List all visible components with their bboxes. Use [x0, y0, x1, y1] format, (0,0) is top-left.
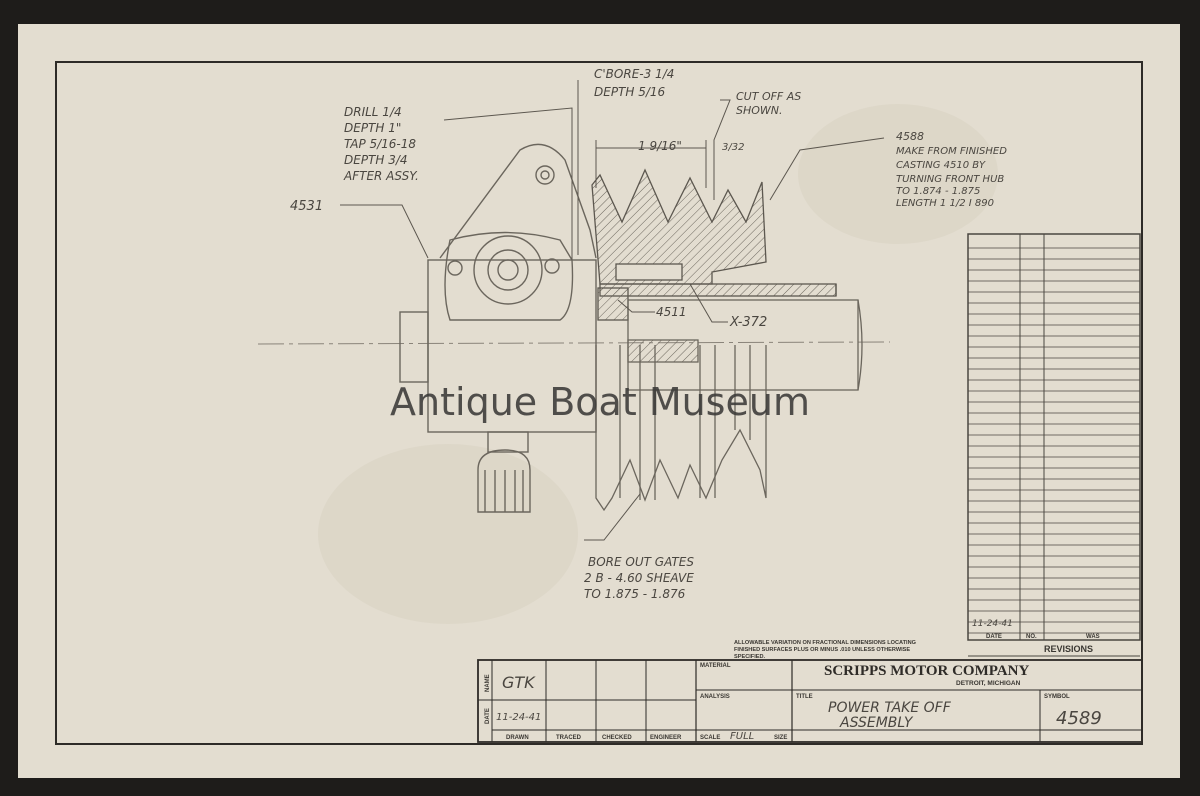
- drawing-title-line: ASSEMBLY: [839, 715, 914, 731]
- note-cutoff-line: CUT OFF AS: [736, 90, 801, 103]
- label-symbol: SYMBOL: [1044, 694, 1070, 700]
- company-location: DETROIT, MICHIGAN: [956, 680, 1021, 687]
- watermark: Antique Boat Museum: [390, 380, 810, 424]
- title-block-label-name: NAME: [485, 674, 491, 692]
- revisions-table: [967, 233, 1141, 657]
- symbol-number: 4589: [1056, 708, 1102, 729]
- leader-lines: [340, 80, 885, 541]
- label-scale: SCALE: [700, 735, 720, 741]
- note-drill-line: AFTER ASSY.: [343, 169, 419, 183]
- label-checked: CHECKED: [602, 735, 632, 741]
- note-drill-line: DEPTH 1": [344, 121, 401, 135]
- note-make-line: LENGTH 1 1/2 I 890: [896, 198, 994, 209]
- note-cutoff-line: SHOWN.: [736, 104, 783, 117]
- note-make-line: MAKE FROM FINISHED: [896, 146, 1007, 157]
- revisions-title: REVISIONS: [1044, 644, 1093, 654]
- callout-x372: X-372: [729, 315, 767, 330]
- callout-4511: 4511: [656, 305, 687, 319]
- tolerance-note-line: ALLOWABLE VARIATION ON FRACTIONAL DIMENS…: [734, 640, 916, 646]
- dimension-gap: 3/32: [722, 142, 744, 153]
- label-size: SIZE: [774, 735, 787, 741]
- scale-value: FULL: [730, 731, 754, 742]
- gearbox-housing: [399, 143, 597, 513]
- drawing-title-line: POWER TAKE OFF: [828, 700, 952, 716]
- drawing-sheet: [18, 24, 1180, 778]
- revisions-col-date: DATE: [986, 634, 1002, 640]
- tolerance-note-line: FINISHED SURFACES PLUS OR MINUS .010 UNL…: [734, 647, 910, 653]
- drawn-by-initials: GTK: [502, 673, 536, 692]
- company-name: SCRIPPS MOTOR COMPANY: [824, 663, 1029, 679]
- drawing-border: [55, 61, 1143, 745]
- label-engineer: ENGINEER: [650, 735, 682, 741]
- note-cbore: C'BORE-3 1/4 DEPTH 5/16: [594, 67, 674, 99]
- note-drill: DRILL 1/4 DEPTH 1" TAP 5/16-18 DEPTH 3/4…: [343, 105, 419, 183]
- label-analysis: ANALYSIS: [700, 694, 730, 700]
- dimension-width: 1 9/16": [638, 139, 682, 153]
- note-cbore-line: C'BORE-3 1/4: [594, 67, 674, 81]
- sheave-lower: [595, 299, 863, 512]
- revisions-col-was: WAS: [1086, 634, 1100, 640]
- center-line: [257, 341, 891, 345]
- note-drill-line: TAP 5/16-18: [344, 137, 416, 151]
- label-drawn: DRAWN: [506, 735, 529, 741]
- note-make-from: 4588 MAKE FROM FINISHED CASTING 4510 BY …: [896, 130, 1007, 209]
- tolerance-note-line: SPECIFIED.: [734, 654, 766, 660]
- sheave-section: [591, 168, 837, 321]
- note-bore-line: 2 B - 4.60 SHEAVE: [584, 571, 694, 585]
- revisions-col-no: NO.: [1026, 634, 1037, 640]
- note-make-line: CASTING 4510 BY: [896, 160, 986, 171]
- title-block: [477, 659, 1143, 743]
- callout-4531: 4531: [290, 199, 323, 214]
- note-cbore-line: DEPTH 5/16: [594, 85, 666, 99]
- revision-date-entry: 11-24-41: [972, 619, 1013, 629]
- note-make-line: TO 1.874 - 1.875: [896, 186, 980, 197]
- note-drill-line: DEPTH 3/4: [344, 153, 408, 167]
- note-bore-line: BORE OUT GATES: [588, 555, 694, 569]
- note-bore-line: TO 1.875 - 1.876: [584, 587, 686, 601]
- note-make-line: 4588: [896, 130, 924, 143]
- note-make-line: TURNING FRONT HUB: [896, 174, 1004, 185]
- note-cutoff: CUT OFF AS SHOWN.: [736, 90, 801, 117]
- label-material: MATERIAL: [700, 663, 731, 669]
- drawn-date: 11-24-41: [496, 712, 541, 723]
- label-traced: TRACED: [556, 735, 582, 741]
- note-bore-out: BORE OUT GATES 2 B - 4.60 SHEAVE TO 1.87…: [584, 555, 694, 601]
- label-title: TITLE: [796, 694, 813, 700]
- note-drill-line: DRILL 1/4: [344, 105, 402, 119]
- title-block-label-date: DATE: [485, 708, 491, 724]
